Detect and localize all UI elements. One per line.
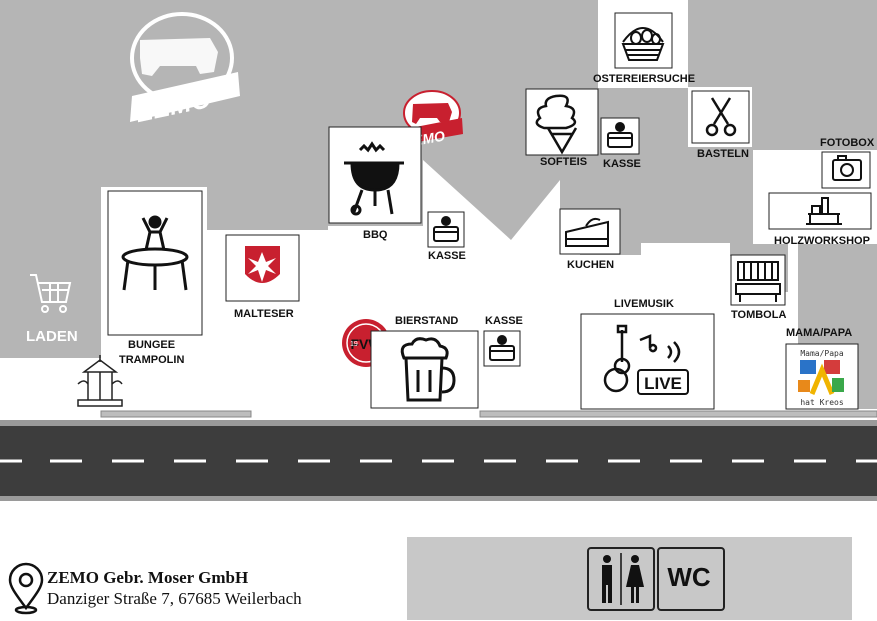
- grill-icon: [344, 141, 404, 216]
- yard-cutout-grey: [689, 26, 784, 85]
- cake-icon: [565, 217, 609, 247]
- kasse-label-bier: KASSE: [485, 315, 523, 327]
- cash-register-icon: [433, 216, 459, 242]
- bierstand-label: BIERSTAND: [395, 315, 458, 327]
- live-sign: [637, 369, 689, 395]
- zemo-logo-large: ZEMO: [130, 12, 240, 128]
- sidewalk-strip-right: [479, 410, 877, 418]
- laden-label: LADEN: [26, 328, 78, 345]
- toilet-figures: [602, 553, 644, 605]
- mama-papa-sign-bottom: hat Kreos: [800, 398, 844, 407]
- road-border-bottom: [0, 496, 877, 501]
- wc-sign: [657, 547, 725, 611]
- easter-basket-icon: [621, 27, 665, 61]
- camera-icon: [832, 155, 862, 181]
- tombola-wheel-icon: [735, 261, 781, 302]
- mama-papa-booth[interactable]: [785, 343, 859, 410]
- beer-mug-icon: [400, 337, 456, 402]
- yard-cutout-grey-2: [752, 87, 877, 150]
- mama-papa-sign-top: Mama/Papa: [800, 349, 844, 358]
- cash-register-icon: [489, 335, 515, 361]
- bbq-label: BBQ: [363, 229, 388, 241]
- basteln-booth[interactable]: [691, 90, 750, 144]
- mama-papa-label: MAMA/PAPA: [786, 327, 852, 339]
- sidewalk-strip-left: [100, 410, 252, 418]
- softeis-label: SOFTEIS: [540, 156, 587, 168]
- bungee-label-line1: BUNGEE: [128, 339, 175, 351]
- scissors-icon: [705, 97, 737, 137]
- shopping-cart-icon: [30, 274, 72, 313]
- bungee-trampolin-booth[interactable]: [107, 190, 203, 336]
- tombola-label: TOMBOLA: [731, 309, 786, 321]
- kuchen-label: KUCHEN: [567, 259, 614, 271]
- wc-label: WC: [667, 562, 711, 592]
- kreos-logo-icon: [798, 360, 844, 395]
- carousel-icon: [77, 355, 123, 407]
- company-address: Danziger Straße 7, 67685 Weilerbach: [47, 589, 302, 608]
- cash-register-icon: [607, 122, 633, 148]
- svg-text:19: 19: [350, 341, 358, 348]
- bungee-label-line2: TRAMPOLIN: [119, 354, 184, 366]
- holzworkshop-label: HOLZWORKSHOP: [774, 235, 870, 247]
- live-sign-text: LIVE: [644, 374, 682, 393]
- maltese-cross-icon: [245, 246, 280, 283]
- guitar-icon: [603, 324, 681, 393]
- road-border-top: [0, 420, 877, 426]
- ice-cream-icon: [535, 94, 578, 155]
- ostereiersuche-label: OSTEREIERSUCHE: [593, 73, 695, 85]
- workbench-icon: [806, 197, 842, 225]
- trampoline-icon: [121, 215, 189, 291]
- location-pin-icon: [8, 562, 44, 615]
- kasse-label-bbq: KASSE: [428, 250, 466, 262]
- livemusik-label: LIVEMUSIK: [614, 298, 674, 310]
- side-building-area: [0, 198, 101, 358]
- kasse-label-softeis: KASSE: [603, 158, 641, 170]
- toilet-icon: [587, 547, 655, 611]
- fotobox-label: FOTOBOX: [820, 137, 875, 149]
- malteser-label: MALTESER: [234, 308, 294, 320]
- company-name: ZEMO Gebr. Moser GmbH: [47, 568, 249, 587]
- basteln-label: BASTELN: [697, 148, 749, 160]
